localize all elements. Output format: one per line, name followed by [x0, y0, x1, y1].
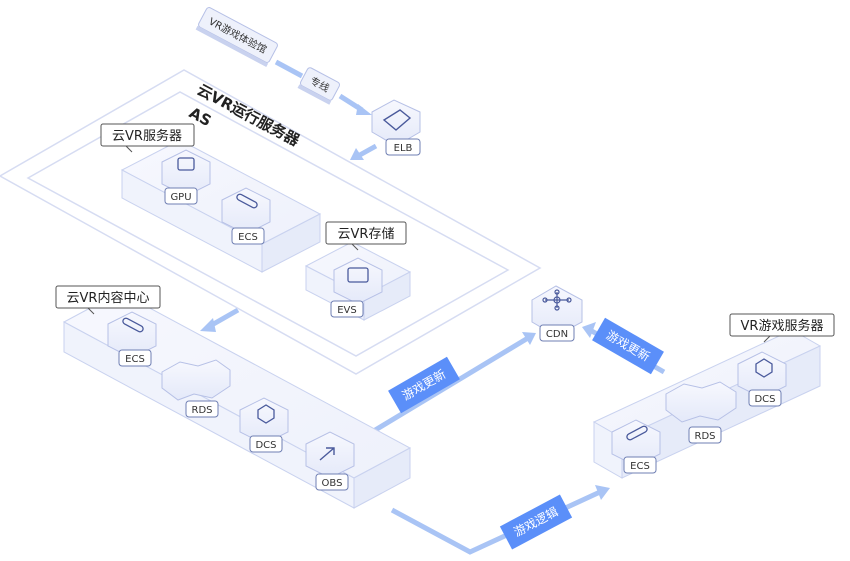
rds-content-label: RDS: [192, 405, 213, 416]
connector-runtime-to-content: [208, 307, 240, 329]
arrowhead-cdn-left: [522, 332, 536, 345]
gpu-node: GPU: [161, 149, 211, 205]
cdn-node: CDN: [531, 285, 583, 342]
rds-game-node: RDS: [665, 381, 737, 444]
elb-label: ELB: [394, 143, 413, 154]
cdn-icon: [542, 289, 572, 311]
cloud-vr-server-tag: 云VR服务器: [100, 123, 195, 153]
dcs-game-icon: [755, 358, 773, 378]
flow-label-game-update-right: 游戏更新: [592, 317, 664, 375]
cdn-label: CDN: [546, 329, 568, 340]
ecs-game-icon: [626, 425, 648, 441]
connector-hall-to-line: [274, 59, 304, 79]
dcs-content-label: DCS: [255, 440, 276, 451]
dcs-content-node: DCS: [239, 397, 289, 453]
gpu-icon: [177, 157, 195, 171]
ecs-content-icon: [122, 317, 144, 333]
rds-game-label: RDS: [695, 431, 716, 442]
gpu-label: GPU: [170, 192, 191, 203]
ecs-top-icon: [236, 193, 258, 209]
dcs-game-node: DCS: [737, 351, 787, 407]
content-center-tag: 云VR内容中心: [55, 285, 161, 315]
dedicated-line-box: 专线: [297, 67, 341, 105]
evs-node: EVS: [330, 257, 383, 318]
arrowhead-gameserver: [595, 485, 610, 500]
ecs-content-label: ECS: [125, 354, 145, 365]
cloud-vr-storage-label: 云VR存储: [338, 227, 395, 242]
obs-node: OBS: [305, 431, 355, 491]
flow-label-game-update-left: 游戏更新: [388, 356, 460, 414]
arrowhead-elb: [356, 104, 372, 115]
cloud-vr-server-platform: [120, 139, 322, 273]
ecs-content-node: ECS: [107, 311, 157, 367]
cloud-vr-server-label: 云VR服务器: [112, 128, 182, 144]
ecs-top-label: ECS: [238, 232, 258, 243]
ecs-top-node: ECS: [221, 187, 271, 245]
obs-icon: [319, 447, 335, 461]
vr-hall-box: VR游戏体验馆: [195, 7, 278, 68]
rds-content-node: RDS: [161, 359, 231, 418]
obs-label: OBS: [322, 478, 343, 489]
arrowhead-as: [350, 148, 364, 160]
dcs-game-label: DCS: [754, 394, 775, 405]
content-center-label: 云VR内容中心: [67, 290, 150, 306]
cloud-vr-storage-tag: 云VR存储: [325, 221, 407, 251]
rds-content-icon: [161, 359, 231, 401]
arrowhead-cdn-right: [582, 322, 596, 338]
ecs-game-label: ECS: [630, 461, 650, 472]
elb-node: ELB: [371, 99, 421, 156]
evs-label: EVS: [337, 305, 357, 316]
dcs-content-icon: [257, 404, 275, 424]
elb-icon: [382, 109, 412, 131]
flow-label-game-logic: 游戏逻辑: [499, 494, 573, 550]
game-server-label: VR游戏服务器: [741, 318, 824, 334]
arrowhead-content: [200, 318, 216, 332]
connector-content-to-gameserver: [390, 489, 602, 555]
evs-icon: [347, 267, 369, 283]
ecs-game-node: ECS: [611, 419, 661, 474]
game-server-tag: VR游戏服务器: [729, 313, 835, 343]
connector-elb-to-as: [356, 143, 378, 159]
rds-game-icon: [665, 381, 737, 423]
